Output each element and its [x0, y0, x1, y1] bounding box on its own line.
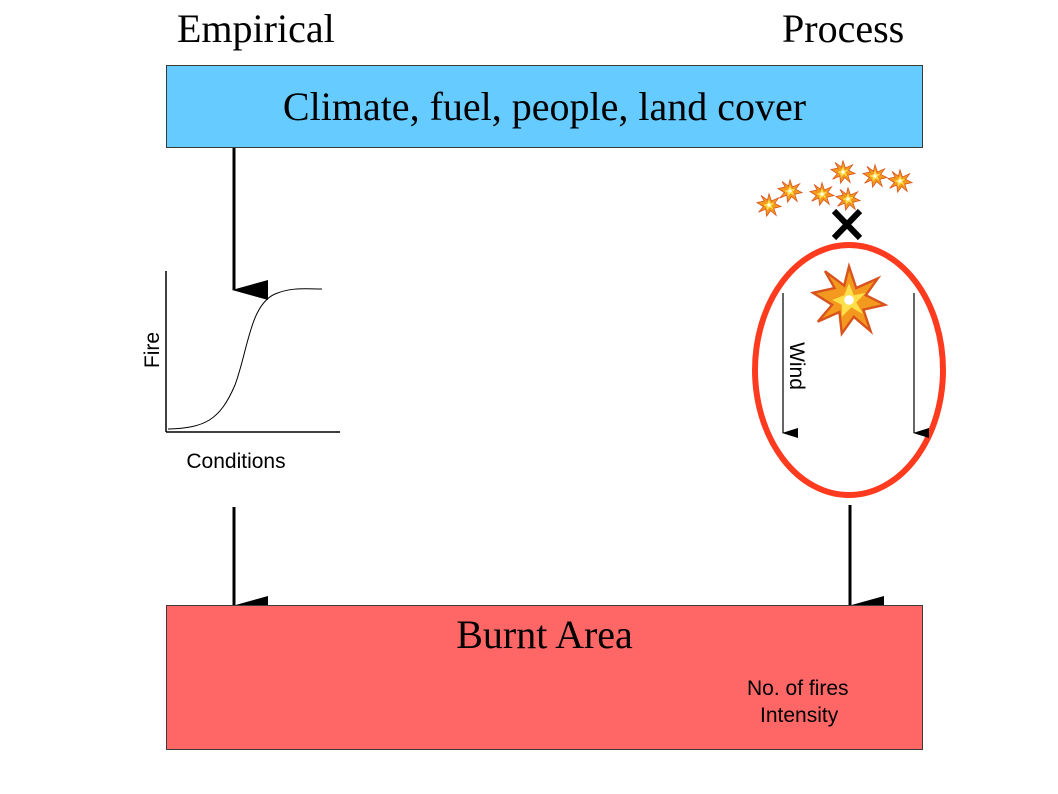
process-column-label: Process	[782, 6, 905, 51]
ember-icon	[862, 164, 888, 188]
intensity-note: Intensity	[760, 704, 839, 727]
ember-bursts	[756, 160, 913, 217]
burnt-area-box: Burnt Area No. of fires Intensity	[166, 605, 923, 750]
plot-ylabel: Fire	[141, 332, 164, 368]
ember-icon	[835, 187, 861, 211]
sigmoid-plot: Fire Conditions	[141, 271, 340, 473]
ember-icon	[777, 179, 803, 203]
burnt-area-title: Burnt Area	[456, 612, 633, 657]
ember-icon	[830, 160, 856, 184]
ember-icon	[756, 193, 782, 217]
empirical-column-label: Empirical	[177, 6, 335, 51]
ember-icon	[809, 182, 835, 206]
cross-icon	[831, 208, 863, 241]
drivers-box: Climate, fuel, people, land cover	[166, 65, 923, 148]
ember-icon	[887, 169, 913, 193]
number-of-fires-note: No. of fires	[747, 677, 849, 700]
sigmoid-curve	[167, 288, 323, 430]
fire-spread-ellipse	[752, 242, 946, 498]
plot-xlabel: Conditions	[186, 450, 285, 473]
wind-label: Wind	[785, 342, 808, 390]
drivers-label: Climate, fuel, people, land cover	[282, 84, 807, 129]
explosion-icon	[811, 265, 887, 335]
